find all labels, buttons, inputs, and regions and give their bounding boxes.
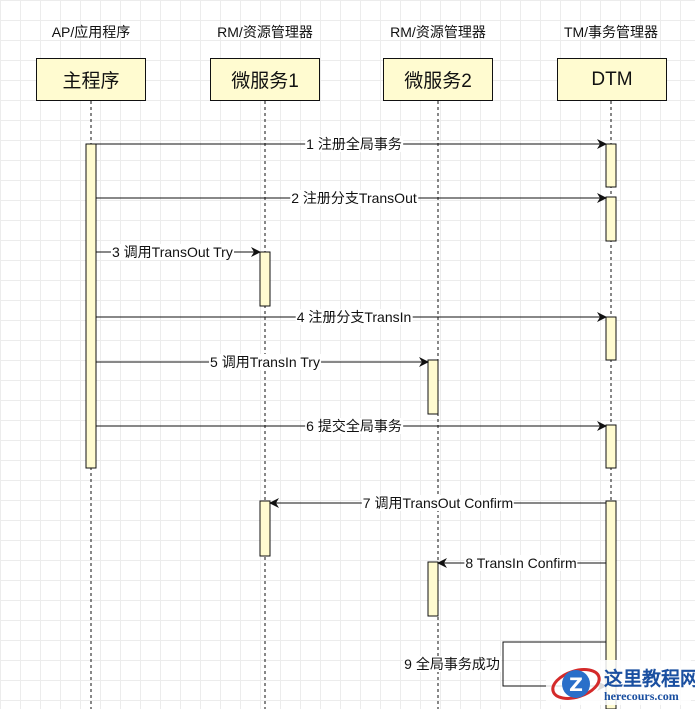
participant-role-label: AP/应用程序: [51, 24, 131, 40]
message-label-4: 4 注册分支TransIn: [295, 309, 413, 325]
message-label-5: 5 调用TransIn Try: [209, 354, 321, 370]
watermark-title: 这里教程网: [604, 668, 695, 690]
message-label-1: 1 注册全局事务: [305, 136, 403, 152]
participant-role-label: RM/资源管理器: [217, 24, 313, 40]
message-label-8: 8 TransIn Confirm: [464, 555, 578, 571]
activation-dtm-4: [605, 424, 617, 469]
activation-svc1-2: [259, 500, 271, 557]
activation-svc2-2: [427, 561, 439, 617]
watermark-url: herecours.com: [604, 689, 679, 703]
watermark-logo-icon: Z: [546, 660, 691, 705]
activation-dtm-3: [605, 316, 617, 361]
participant-box-svc1: 微服务1: [210, 58, 320, 101]
message-label-9: 9 全局事务成功: [403, 656, 501, 672]
message-label-2: 2 注册分支TransOut: [290, 190, 418, 206]
message-label-7: 7 调用TransOut Confirm: [361, 495, 515, 511]
participant-box-dtm: DTM: [557, 58, 667, 101]
activation-dtm-1: [605, 143, 617, 188]
message-label-6: 6 提交全局事务: [305, 418, 403, 434]
activation-main: [85, 143, 97, 469]
participant-role-label: TM/事务管理器: [563, 24, 659, 40]
activation-dtm-2: [605, 196, 617, 242]
message-label-3: 3 调用TransOut Try: [111, 244, 234, 260]
svg-text:Z: Z: [569, 674, 583, 696]
participant-role-label: RM/资源管理器: [390, 24, 486, 40]
activation-dtm-5: [605, 500, 617, 709]
participant-box-svc2: 微服务2: [383, 58, 493, 101]
activation-svc1-1: [259, 251, 271, 307]
activation-svc2-1: [427, 359, 439, 415]
participant-box-main: 主程序: [36, 58, 146, 101]
